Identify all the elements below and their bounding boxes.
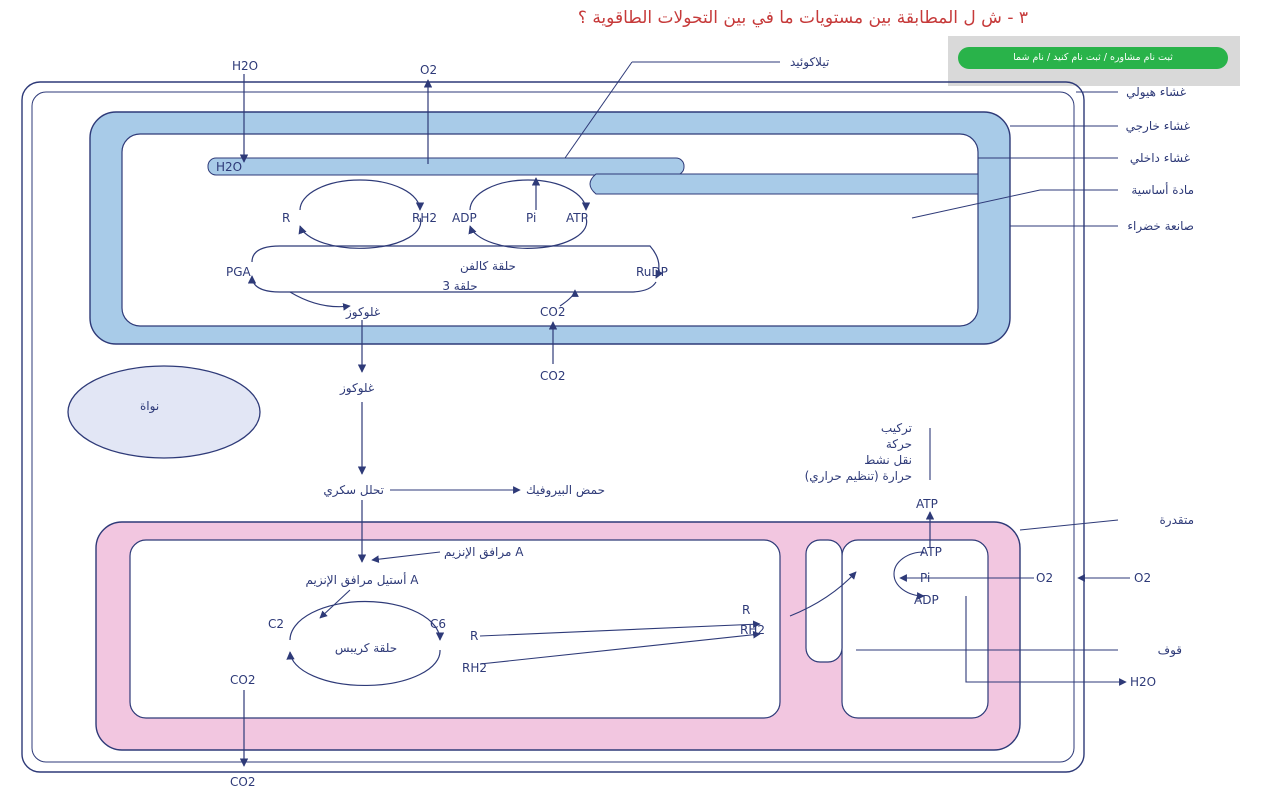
label-h2o-top: H2O: [232, 59, 258, 73]
label-o2-external: O2: [1134, 571, 1151, 585]
label-atp-use-3: نقل نشط: [864, 453, 912, 467]
label-cell-membrane: غشاء هيولي: [1126, 85, 1186, 100]
thylakoid: [208, 158, 684, 175]
label-atp-top: ATP: [916, 497, 938, 511]
mitochondrion-matrix: [130, 540, 780, 718]
label-chloroplast: صانعة خضراء: [1127, 219, 1194, 234]
label-calvin-title: حلقة كالفن: [460, 259, 516, 274]
label-thylakoid: تيلاكوئيد: [790, 55, 829, 70]
label-pi-mito: Pi: [920, 571, 930, 585]
crista: [806, 540, 842, 662]
label-inner-membrane: غشاء داخلي: [1130, 151, 1190, 165]
label-h2o-in: H2O: [216, 160, 242, 174]
label-stroma: مادة أساسية: [1131, 182, 1194, 197]
label-atp-chloro: ATP: [566, 211, 588, 225]
label-glycolysis: تحلل سكري: [323, 483, 384, 498]
label-o2-mito: O2: [1036, 571, 1053, 585]
label-atp-use-1: تركيب: [881, 421, 912, 436]
label-r-mito-2: R: [742, 603, 750, 617]
label-pga: PGA: [226, 265, 252, 279]
nucleus: [68, 366, 260, 458]
label-atp-use-2: حركة: [886, 437, 912, 452]
label-rh2-mito-1: RH2: [462, 661, 487, 675]
label-adp-chloro: ADP: [452, 211, 477, 225]
label-coenzyme: مرافق الإنزيم A: [444, 545, 524, 560]
leader-mitochondrion: [1020, 520, 1118, 530]
label-atp-mito: ATP: [920, 545, 942, 559]
label-co2-chloro: CO2: [540, 305, 565, 319]
label-h2o-external: H2O: [1130, 675, 1156, 689]
label-adp-mito: ADP: [914, 593, 939, 607]
label-co2-mito: CO2: [230, 673, 255, 687]
label-rh2-chloro: RH2: [412, 211, 437, 225]
label-glucose-stroma: غلوكوز: [339, 381, 374, 396]
label-mitochondrion: متقدرة: [1160, 513, 1195, 528]
label-c6: C6: [430, 617, 446, 631]
label-outer-membrane: غشاء خارجي: [1126, 119, 1190, 134]
label-c2: C2: [268, 617, 284, 631]
label-r-chloro: R: [282, 211, 290, 225]
label-pyruvate: حمض البيروفيك: [526, 483, 605, 498]
label-pi-chloro: Pi: [526, 211, 536, 225]
label-glucose-chloro: غلوكوز: [345, 305, 380, 320]
label-o2-top: O2: [420, 63, 437, 77]
label-rh2-mito-2: RH2: [740, 623, 765, 637]
label-matrix: قوف: [1158, 643, 1182, 658]
inner-membrane-fold: [590, 174, 978, 194]
label-calvin-sub: 3 حلقة: [442, 279, 477, 293]
label-co2-bottom: CO2: [230, 775, 255, 789]
label-co2-in: CO2: [540, 369, 565, 383]
label-acetyl: أستيل مرافق الإنزيم A: [306, 572, 420, 588]
label-r-mito-1: R: [470, 629, 478, 643]
label-atp-use-4: حرارة (تنظيم حراري): [805, 469, 912, 484]
label-krebs: حلقة كريبس: [335, 641, 397, 656]
label-rudp: RuDP: [636, 265, 668, 279]
label-nucleus: نواة: [140, 399, 159, 414]
